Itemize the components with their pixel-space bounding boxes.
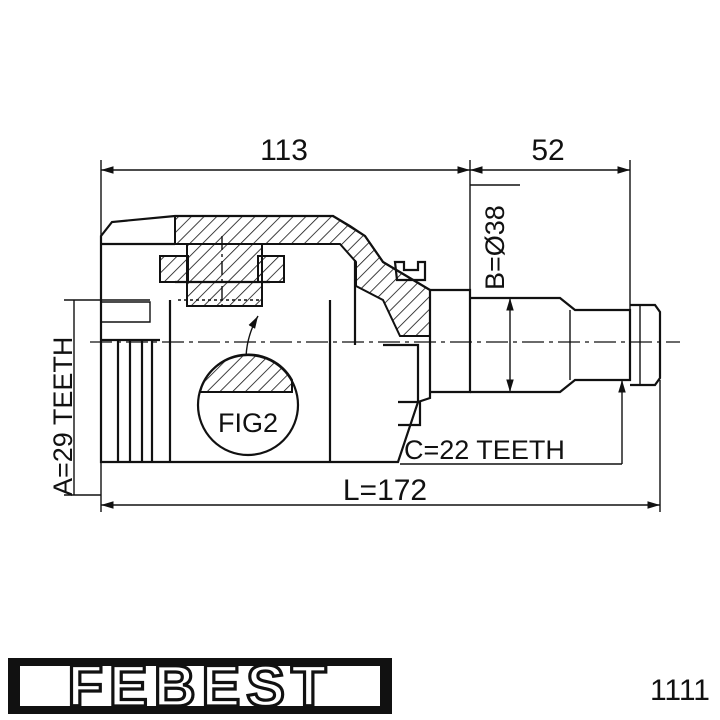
output-shaft: [430, 288, 662, 394]
dimension-113: 113: [260, 134, 308, 167]
tripod-roller: [159, 236, 285, 310]
dimension-diameter: B=Ø38: [480, 205, 510, 290]
fig2-label: FIG2: [218, 408, 278, 438]
febest-logo: FEBEST: [8, 652, 392, 720]
joint-housing: [99, 214, 432, 464]
dimension-length: L=172: [343, 474, 427, 507]
part-number: 1111: [650, 674, 710, 707]
logo-text: FEBEST: [68, 654, 333, 719]
label-teeth-a: A=29 TEETH: [48, 337, 78, 496]
label-teeth-c: C=22 TEETH: [404, 435, 565, 465]
dimension-52: 52: [531, 134, 564, 167]
dimension-lines: [73, 166, 660, 509]
fig2-detail: [196, 353, 300, 457]
